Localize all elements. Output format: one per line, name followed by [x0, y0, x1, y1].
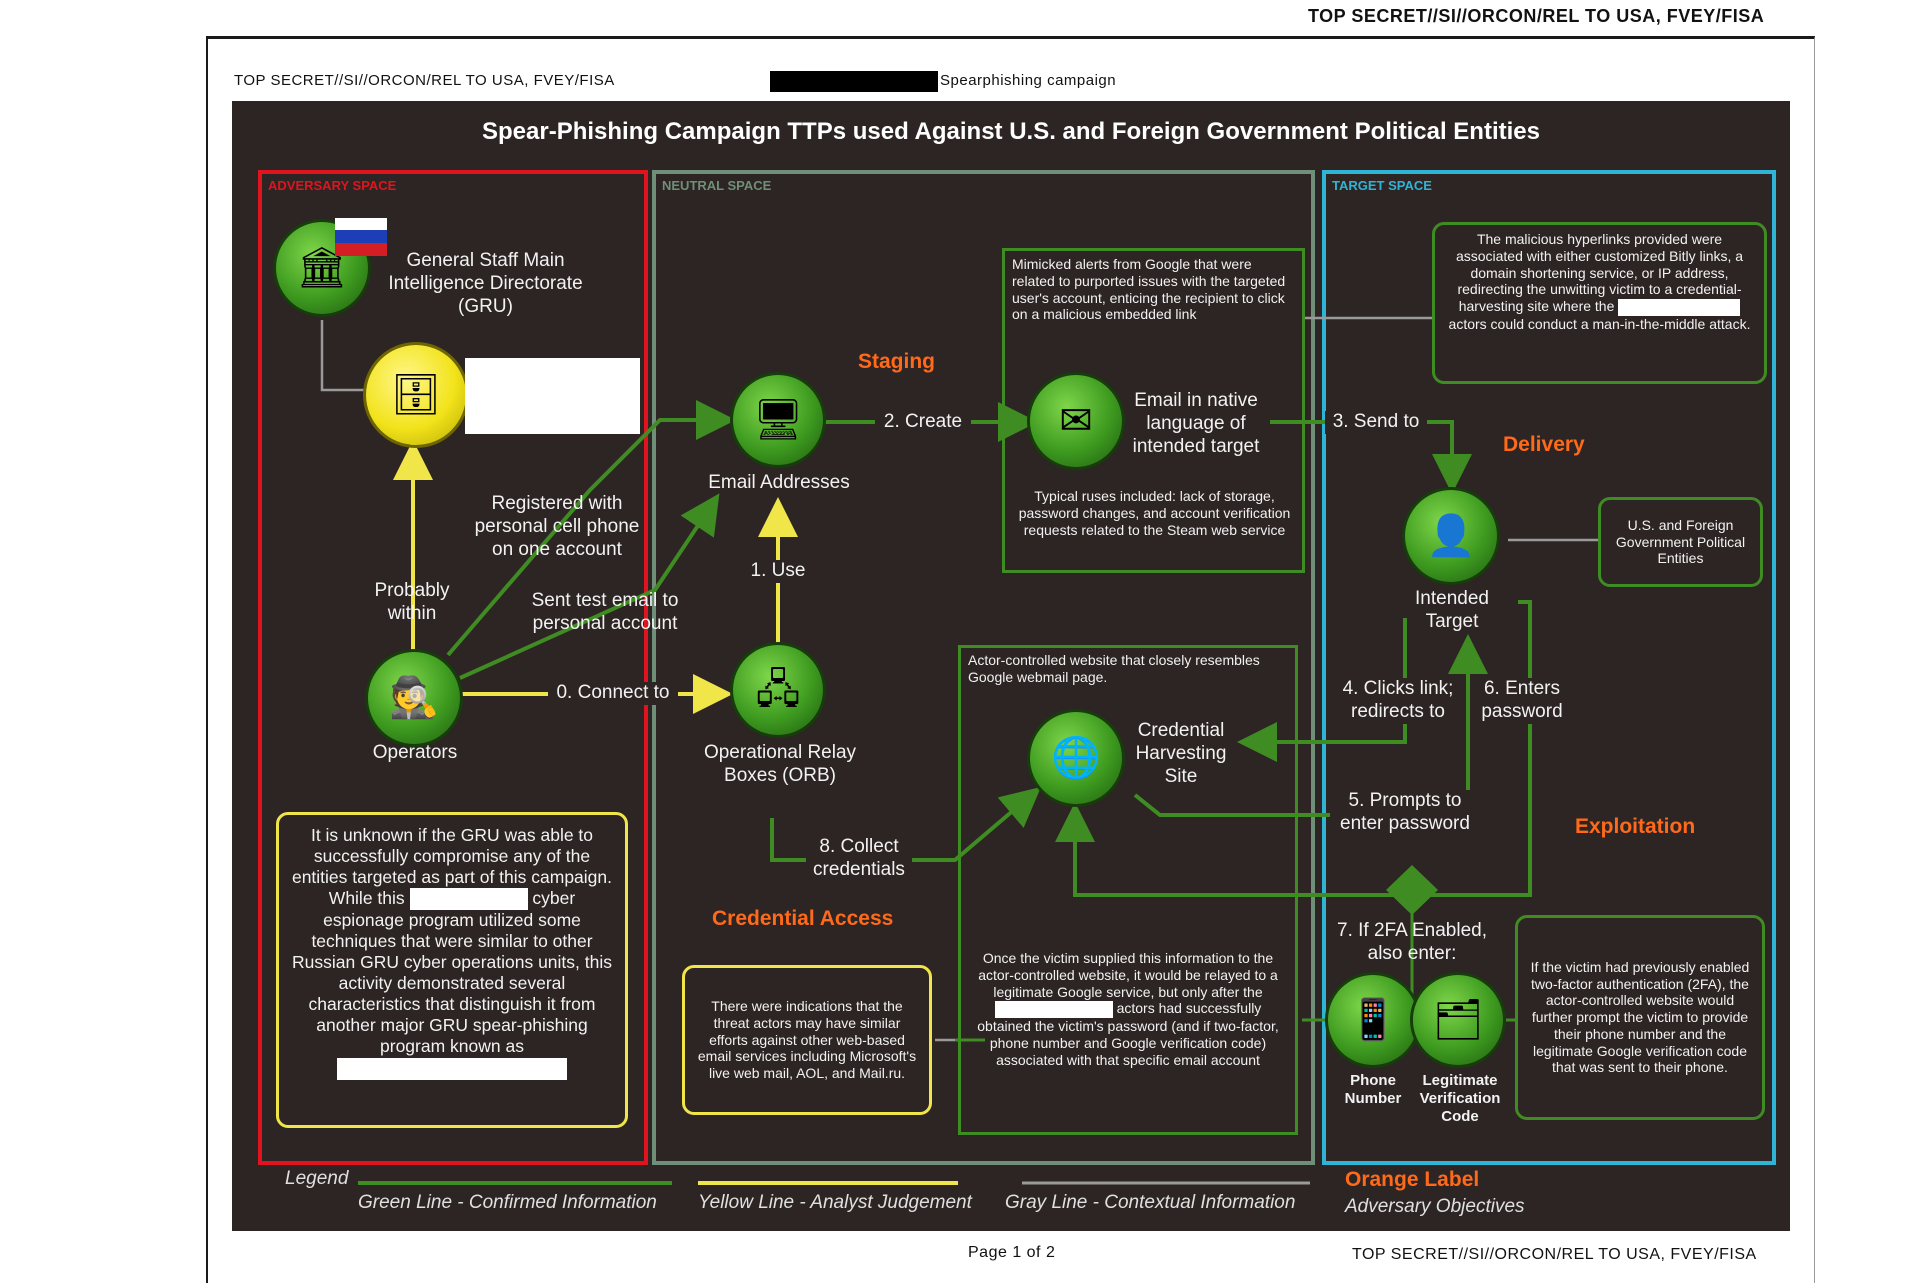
once-note-text-end: actors had successfully obtained the vic… — [977, 1000, 1279, 1068]
diagram-title: Spear-Phishing Campaign TTPs used Agains… — [482, 118, 1540, 145]
edge-prompts: 5. Prompts to enter password — [1330, 790, 1480, 836]
classification-inner: TOP SECRET//SI//ORCON/REL TO USA, FVEY/F… — [234, 72, 615, 89]
legend-yellow: Yellow Line - Analyst Judgement — [698, 1192, 972, 1213]
edge-registered: Registered with personal cell phone on o… — [474, 493, 640, 560]
harvesting-frame — [958, 645, 1298, 1135]
twofa-note: If the victim had previously enabled two… — [1515, 915, 1765, 1120]
redaction-inline — [337, 1057, 567, 1080]
edge-send-to: 3. Send to — [1325, 411, 1427, 434]
phase-credential-access: Credential Access — [712, 907, 894, 930]
us-foreign-text: U.S. and Foreign Government Political En… — [1615, 516, 1746, 567]
edge-sent-test: Sent test email to personal account — [531, 590, 679, 634]
target-space-label: TARGET SPACE — [1332, 178, 1432, 193]
server-icon: 🗄 — [390, 373, 442, 417]
redaction-inline — [994, 1001, 1113, 1019]
redaction-inline — [1618, 298, 1741, 316]
edge-twofa: 7. If 2FA Enabled, also enter: — [1337, 920, 1487, 964]
phone-icon: 📱 — [1348, 998, 1398, 1042]
edge-enters: 6. Enters password — [1472, 678, 1572, 724]
gru-label: General Staff Main Intelligence Director… — [388, 250, 583, 317]
operators-label: Operators — [372, 742, 458, 763]
adversary-space-label: ADVERSARY SPACE — [268, 178, 397, 193]
edge-clicks: 4. Clicks link; redirects to — [1340, 678, 1456, 724]
hacker-icon: 🕵 — [389, 676, 439, 720]
actor-site-note: Actor-controlled website that closely re… — [968, 652, 1260, 685]
harvesting-label: Credential Harvesting Site — [1135, 720, 1227, 787]
hyperlinks-note: The malicious hyperlinks provided were a… — [1432, 222, 1767, 384]
phase-delivery: Delivery — [1503, 433, 1585, 456]
phase-exploitation: Exploitation — [1575, 815, 1696, 838]
once-note-text: Once the victim supplied this informatio… — [978, 950, 1278, 1000]
relay-server-icon: 🖧 — [755, 668, 801, 712]
edge-collect: 8. Collect credentials — [806, 836, 912, 882]
redaction-inline — [409, 888, 528, 911]
intended-target-node: 👤 — [1405, 490, 1497, 582]
unknown-note-text: It is unknown if the GRU was able to suc… — [291, 825, 613, 908]
operators-node: 🕵 — [368, 652, 460, 744]
redaction-box — [465, 358, 640, 434]
russian-flag-icon — [335, 218, 387, 256]
redaction-bar — [770, 71, 938, 92]
typical-ruses-note: Typical ruses included: lack of storage,… — [1018, 488, 1291, 538]
intended-target-label: Intended Target — [1415, 588, 1489, 632]
legend-green: Green Line - Confirmed Information — [358, 1192, 657, 1213]
email-addresses-node: 🖥 — [733, 375, 823, 465]
phone-label: Phone Number — [1344, 1072, 1402, 1107]
verification-label: Legitimate Verification Code — [1419, 1072, 1501, 1125]
harvesting-node: 🌐 — [1030, 712, 1122, 804]
computer-icon: 🖥 — [752, 398, 804, 442]
email-native-node: ✉ — [1030, 375, 1122, 467]
email-addresses-label: Email Addresses — [708, 472, 850, 493]
server-node: 🗄 — [366, 345, 466, 445]
once-note: Once the victim supplied this informatio… — [968, 950, 1288, 1069]
header-tag: Spearphishing campaign — [940, 72, 1117, 89]
unknown-note: It is unknown if the GRU was able to suc… — [276, 812, 628, 1128]
verification-node: 🗂 — [1413, 975, 1503, 1065]
orb-node: 🖧 — [733, 645, 823, 735]
edge-connect: 0. Connect to — [548, 682, 678, 705]
target-space — [1322, 170, 1776, 1165]
edge-create: 2. Create — [875, 411, 971, 434]
legend-orange-sub: Adversary Objectives — [1345, 1196, 1525, 1217]
classification-top: TOP SECRET//SI//ORCON/REL TO USA, FVEY/F… — [1308, 6, 1765, 26]
hyperlinks-note-text: The malicious hyperlinks provided were a… — [1455, 231, 1744, 315]
legend-gray: Gray Line - Contextual Information — [1005, 1192, 1296, 1213]
edge-use: 1. Use — [744, 560, 812, 583]
classification-bottom: TOP SECRET//SI//ORCON/REL TO USA, FVEY/F… — [1352, 1246, 1757, 1263]
unknown-note-text-end: cyber espionage program utilized some te… — [292, 888, 612, 1057]
hyperlinks-note-text-end: actors could conduct a man-in-the-middle… — [1448, 315, 1751, 332]
phone-node: 📱 — [1328, 975, 1418, 1065]
indications-text: There were indications that the threat a… — [697, 998, 917, 1082]
edge-probably: Probably within — [374, 580, 450, 624]
email-staging-frame — [1002, 248, 1305, 573]
page-number: Page 1 of 2 — [968, 1244, 1056, 1261]
legend-orange-title: Orange Label — [1345, 1168, 1480, 1191]
neutral-space-label: NEUTRAL SPACE — [662, 178, 772, 193]
email-native-label: Email in native language of intended tar… — [1132, 390, 1260, 457]
adversary-space — [258, 170, 648, 1165]
indications-note: There were indications that the threat a… — [682, 965, 932, 1115]
orb-label: Operational Relay Boxes (ORB) — [703, 742, 857, 786]
us-foreign-note: U.S. and Foreign Government Political En… — [1598, 497, 1763, 587]
neutral-space — [652, 170, 1315, 1165]
email-icon: ✉ — [1059, 399, 1093, 443]
code-icon: 🗂 — [1432, 998, 1484, 1042]
website-icon: 🌐 — [1051, 736, 1101, 780]
phase-staging: Staging — [858, 350, 935, 373]
mimicked-note: Mimicked alerts from Google that were re… — [1012, 256, 1286, 323]
twofa-note-text: If the victim had previously enabled two… — [1530, 958, 1750, 1076]
legend-title: Legend — [285, 1168, 349, 1189]
user-computer-icon: 👤 — [1426, 514, 1476, 558]
